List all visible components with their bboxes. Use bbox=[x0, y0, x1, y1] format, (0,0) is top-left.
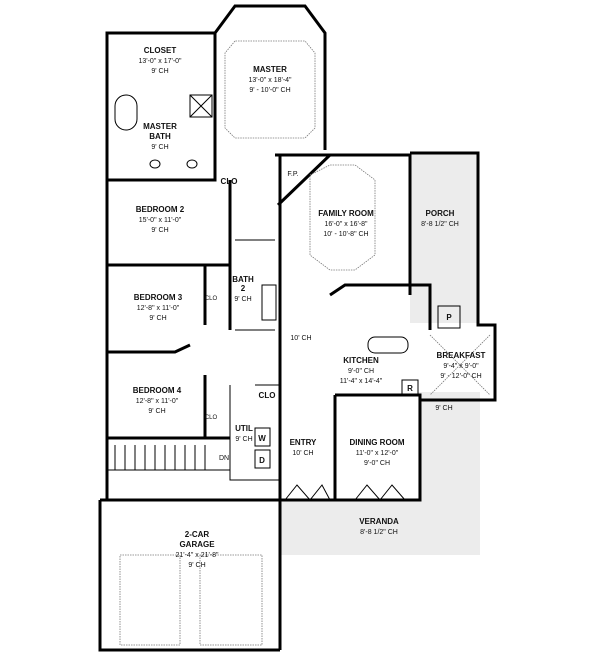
room-name: GARAGE bbox=[179, 540, 215, 549]
room-size: 13'-0" x 18'-4" bbox=[248, 77, 292, 84]
room-name: BREAKFAST bbox=[437, 351, 486, 360]
room-ceiling: 10' CH bbox=[292, 450, 313, 457]
room-size: 16'-0" x 16'-8" bbox=[324, 221, 368, 228]
room-size: 15'-0" x 11'-0" bbox=[139, 217, 182, 224]
room-ceiling: 8'-8 1/2" CH bbox=[421, 221, 459, 228]
room-ceiling: 10' - 10'-8" CH bbox=[323, 231, 368, 238]
room-ceiling: 9' CH bbox=[151, 227, 168, 234]
room-ceiling: 9'-0" CH bbox=[348, 368, 374, 375]
room-name: CLOSET bbox=[144, 46, 177, 55]
room-ceiling: 8'-8 1/2" CH bbox=[360, 529, 398, 536]
room-dining: DINING ROOM 11'-0" x 12'-0" 9'-0" CH bbox=[349, 438, 404, 467]
room-bedroom-3: BEDROOM 3 12'-8" x 11'-0" 9' CH bbox=[134, 293, 183, 322]
room-name: DINING ROOM bbox=[349, 438, 404, 447]
room-util: UTIL 9' CH bbox=[235, 424, 253, 443]
closet-mark: CLO bbox=[221, 177, 238, 186]
room-name: KITCHEN bbox=[343, 356, 379, 365]
room-bedroom-4: BEDROOM 4 12'-8" x 11'-0" 9' CH bbox=[133, 386, 182, 415]
room-bedroom-2: BEDROOM 2 15'-0" x 11'-0" 9' CH bbox=[136, 205, 185, 234]
room-name: BEDROOM 2 bbox=[136, 205, 185, 214]
room-name: BEDROOM 3 bbox=[134, 293, 183, 302]
room-size: 12'-8" x 11'-0" bbox=[137, 305, 180, 312]
hall-ceiling: 10' CH bbox=[290, 335, 311, 342]
walls bbox=[98, 4, 497, 652]
room-name: PORCH bbox=[426, 209, 455, 218]
room-closet: CLOSET 13'-0" x 17'-0" 9' CH bbox=[138, 46, 182, 75]
room-veranda: VERANDA 8'-8 1/2" CH bbox=[359, 517, 399, 536]
room-breakfast: BREAKFAST 9'-4" x 9'-0" 9' - 12'-0" CH bbox=[437, 351, 486, 380]
closet-mark: CLO bbox=[205, 415, 218, 421]
room-ceiling: 9' CH bbox=[151, 144, 168, 151]
room-bath-2: BATH 2 9' CH bbox=[232, 275, 254, 303]
room-ceiling: 9' - 10'-0" CH bbox=[249, 87, 290, 94]
fridge-mark: R bbox=[407, 384, 413, 393]
room-porch: PORCH 8'-8 1/2" CH bbox=[421, 209, 459, 228]
room-ceiling: 9' CH bbox=[148, 408, 165, 415]
veranda-area bbox=[280, 392, 480, 555]
room-size: 13'-0" x 17'-0" bbox=[138, 58, 182, 65]
room-size: 12'-8" x 11'-0" bbox=[136, 398, 179, 405]
room-size: 11'-4" x 14'-4" bbox=[340, 378, 383, 385]
room-size: 11'-0" x 12'-0" bbox=[356, 450, 399, 457]
room-family: FAMILY ROOM 16'-0" x 16'-8" 10' - 10'-8"… bbox=[318, 209, 374, 238]
room-entry: ENTRY 10' CH bbox=[290, 438, 317, 457]
room-name: MASTER bbox=[253, 65, 287, 74]
room-name: FAMILY ROOM bbox=[318, 209, 374, 218]
room-kitchen: KITCHEN 9'-0" CH 11'-4" x 14'-4" bbox=[340, 356, 383, 385]
room-name: MASTER bbox=[143, 122, 177, 131]
room-ceiling: 9' CH bbox=[235, 436, 252, 443]
room-name: BATH bbox=[232, 275, 254, 284]
room-name: VERANDA bbox=[359, 517, 399, 526]
room-name: ENTRY bbox=[290, 438, 317, 447]
washer-mark: W bbox=[258, 434, 266, 443]
room-size: 21'-4" x 21'-8" bbox=[175, 552, 219, 559]
fireplace-mark: F.P. bbox=[287, 171, 298, 178]
room-ceiling: 9' CH bbox=[234, 296, 251, 303]
dryer-mark: D bbox=[259, 456, 265, 465]
fixtures bbox=[107, 40, 491, 646]
closet-mark: CLO bbox=[259, 391, 276, 400]
room-name: 2 bbox=[241, 284, 246, 293]
porch-area bbox=[410, 153, 478, 323]
room-master-bath: MASTER BATH 9' CH bbox=[143, 122, 177, 151]
room-master: MASTER 13'-0" x 18'-4" 9' - 10'-0" CH bbox=[248, 65, 292, 94]
room-name: BATH bbox=[149, 132, 171, 141]
room-garage: 2-CAR GARAGE 21'-4" x 21'-8" 9' CH bbox=[175, 530, 219, 569]
room-ceiling: 9'-0" CH bbox=[364, 460, 390, 467]
room-ceiling: 9' - 12'-0" CH bbox=[440, 373, 481, 380]
room-size: 9'-4" x 9'-0" bbox=[443, 363, 479, 370]
stairs-down-mark: DN bbox=[219, 455, 229, 462]
room-ceiling: 9' CH bbox=[151, 68, 168, 75]
pantry-mark: P bbox=[446, 313, 452, 322]
room-name: BEDROOM 4 bbox=[133, 386, 182, 395]
closet-mark: CLO bbox=[205, 296, 218, 302]
room-name: 2-CAR bbox=[185, 530, 210, 539]
nook-ceiling: 9' CH bbox=[435, 405, 452, 412]
room-ceiling: 9' CH bbox=[149, 315, 166, 322]
room-ceiling: 9' CH bbox=[188, 562, 205, 569]
room-name: UTIL bbox=[235, 424, 253, 433]
